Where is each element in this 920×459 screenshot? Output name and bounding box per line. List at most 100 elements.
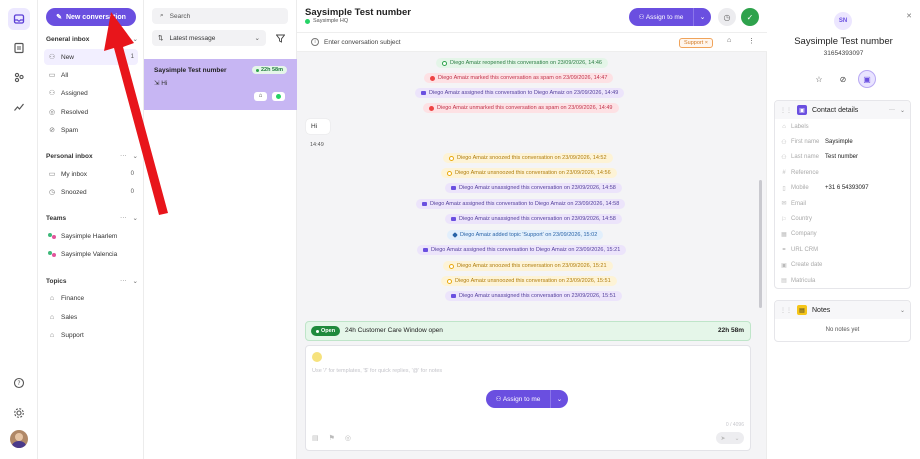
tag-icon: ⌂ [49,313,55,321]
contact-field[interactable]: ▣Create date [775,258,910,273]
event-icon [442,60,447,66]
event-icon [451,186,456,190]
sidebar-item-team-valencia[interactable]: Saysimple Valencia [44,246,138,262]
contacts-icon[interactable] [8,66,30,88]
sidebar-item-topic-support[interactable]: ⌂ Support [49,331,84,339]
template-icon[interactable]: ▤ [312,435,319,442]
drag-handle-icon[interactable]: ⋮⋮ [780,307,792,314]
chevron-down-icon[interactable]: ⌄ [693,8,711,26]
send-button[interactable]: ➤ ⌄ [716,432,744,444]
scrollbar[interactable] [759,180,762,308]
chevron-down-icon: ⌄ [734,435,740,442]
reports-icon[interactable] [8,96,30,118]
chevron-down-icon[interactable]: ⌄ [132,36,138,43]
new-conversation-button[interactable]: ✎ New conversation [46,8,136,26]
emoji-icon[interactable] [312,352,322,362]
notes-header[interactable]: ⋮⋮ ▤ Notes ⌄ [775,301,910,319]
chevron-down-icon[interactable]: ⌄ [132,278,138,285]
more-icon[interactable]: ··· [120,152,127,159]
event-icon [447,278,452,284]
contact-details-header[interactable]: ⋮⋮ ▣ Contact details ···⌄ [775,101,910,119]
contact-field[interactable]: ⌂Labels [775,119,910,134]
chevron-down-icon[interactable]: ⌄ [899,307,905,314]
help-icon[interactable]: ? [8,372,30,394]
sidebar-item-all[interactable]: ▭ All [48,71,69,80]
more-icon[interactable]: ··· [888,106,895,113]
contact-panel: ✕ SN Saysimple Test number 31654393097 ☆… [767,0,920,459]
filter-icon[interactable] [272,30,288,46]
sidebar-item-new[interactable]: ⚇ New 1 [44,49,138,65]
contact-avatar: SN [834,12,852,30]
conversation-item[interactable]: Saysimple Test number 22h 58m ⇲ Hi ⌂ [144,59,297,110]
contact-field[interactable]: ▤Matricula [775,273,910,288]
snooze-icon[interactable]: ◷ [718,8,736,26]
contact-field[interactable]: ✉Email [775,196,910,211]
message-composer[interactable]: Use '/' for templates, '$' for quick rep… [305,345,751,451]
field-label: Country [791,216,813,223]
contact-field[interactable]: ⚭URL CRM [775,242,910,257]
quick-reply-icon[interactable]: ⚑ [328,435,335,442]
inbox-icon[interactable] [8,8,30,30]
field-icon: ▦ [781,231,787,238]
event-yellow: Diego Amaiz unsnoozed this conversation … [441,168,617,178]
contact-field[interactable]: ⚐Country [775,211,910,226]
more-vertical-icon[interactable]: ⋮ [748,38,755,45]
event-red: Diego Amaiz marked this conversation as … [424,73,614,83]
sidebar-item-team-haarlem[interactable]: Saysimple Haarlem [44,228,138,244]
chevron-down-icon[interactable]: ⌄ [132,153,138,160]
customer-care-window-bar: Open 24h Customer Care Window open 22h 5… [305,321,751,341]
topics-heading[interactable]: Topics ···⌄ [46,277,138,285]
note-icon[interactable]: ◎ [344,435,352,442]
topic-chip[interactable]: Support × [679,38,714,48]
user-icon: ⚇ [48,90,56,97]
star-icon[interactable]: ☆ [815,74,823,84]
resolve-check-icon[interactable]: ✓ [741,8,759,26]
subject-input[interactable]: Enter conversation subject [324,39,401,46]
chevron-down-icon[interactable]: ⌄ [899,107,905,114]
close-icon[interactable]: ✕ [906,13,912,20]
general-inbox-heading[interactable]: General inbox ⌄ [46,35,138,44]
contact-name: Saysimple Test number [794,36,893,47]
contact-field[interactable]: ▦Company [775,227,910,242]
sidebar-item-my-inbox[interactable]: ▭ My inbox 0 [48,170,134,179]
tag-icon[interactable]: ⌂ [727,37,732,44]
search-input[interactable]: ⌕ Search [152,8,288,24]
settings-icon[interactable] [8,402,30,424]
composer-input[interactable]: Use '/' for templates, '$' for quick rep… [312,368,443,374]
sidebar-item-topic-sales[interactable]: ⌂ Sales [49,313,78,321]
sidebar-item-snoozed[interactable]: ◷ Snoozed 0 [48,188,134,197]
contact-phone: 31654393097 [823,50,864,57]
teams-heading[interactable]: Teams ···⌄ [46,214,138,222]
sort-select[interactable]: ⇅ Latest message ⌄ [152,30,266,46]
contact-field[interactable]: #Reference [775,165,910,180]
conversation-name: Saysimple Test number [154,67,227,74]
block-icon[interactable]: ⊘ [839,74,847,84]
chevron-down-icon[interactable]: ⌄ [550,390,568,408]
spam-icon: ⊘ [49,127,55,134]
more-icon[interactable]: ··· [120,214,127,221]
event-icon [429,105,434,111]
contact-details-icon: ▣ [797,105,807,115]
whatsapp-icon [272,92,285,101]
event-blue: Diego Amaiz added topic 'Support' on 23/… [447,230,604,240]
sidebar-item-resolved[interactable]: ◎ Resolved [48,108,89,117]
more-icon[interactable]: ··· [120,277,127,284]
drag-handle-icon[interactable]: ⋮⋮ [780,107,792,114]
sidebar-item-topic-finance[interactable]: ⌂ Finance [49,294,85,302]
field-label: Labels [791,123,809,130]
chevron-down-icon[interactable]: ⌄ [132,215,138,222]
contact-card-icon[interactable]: ▣ [858,70,876,88]
sidebar-item-assigned[interactable]: ⚇ Assigned [48,89,88,98]
composer-toolbar: ▤ ⚑ ◎ [312,434,351,442]
contact-field[interactable]: ▯Mobile+31 6 54393097 [775,181,910,196]
personal-inbox-heading[interactable]: Personal inbox ···⌄ [46,152,138,160]
assign-to-me-button[interactable]: ⚇ Assign to me ⌄ [486,390,568,408]
event-purple: Diego Amaiz unassigned this conversation… [445,183,622,193]
user-avatar[interactable] [10,430,28,448]
documents-icon[interactable] [8,37,30,59]
assign-to-me-button[interactable]: ⚇ Assign to me ⌄ [629,8,711,26]
sidebar-item-spam[interactable]: ⊘ Spam [49,126,78,135]
event-icon [451,294,456,298]
